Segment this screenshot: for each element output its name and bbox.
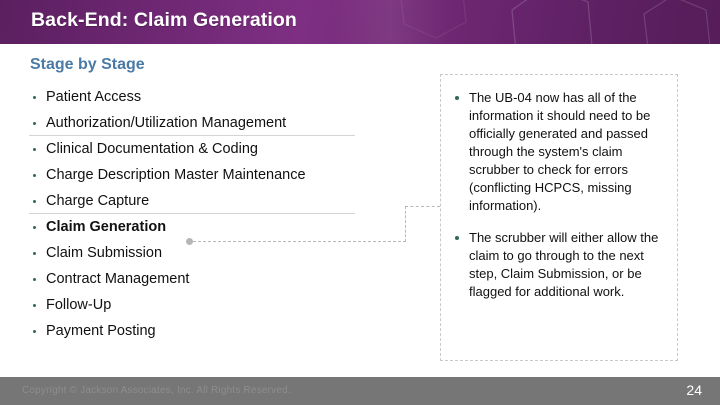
section-subtitle: Stage by Stage	[30, 56, 145, 73]
info-callout-panel: The UB-04 now has all of the information…	[440, 74, 678, 361]
list-item-label: Follow-Up	[46, 297, 112, 313]
list-item: The UB-04 now has all of the information…	[451, 89, 665, 215]
info-text: The scrubber will either allow the claim…	[469, 230, 659, 299]
list-item-current-stage[interactable]: Claim Generation	[30, 214, 420, 240]
list-item[interactable]: Patient Access	[30, 84, 420, 110]
bullet-icon	[33, 174, 36, 177]
bullet-icon	[33, 96, 36, 99]
bullet-icon	[455, 236, 459, 240]
bullet-icon	[33, 226, 36, 229]
list-item-label: Charge Description Master Maintenance	[46, 167, 306, 183]
list-item[interactable]: Clinical Documentation & Coding	[30, 136, 420, 162]
connector-segment-horizontal	[193, 241, 406, 242]
list-item[interactable]: Contract Management	[30, 266, 420, 292]
callout-connector	[186, 196, 452, 252]
bullet-icon	[33, 252, 36, 255]
hexagon-watermark-icon	[400, 0, 711, 44]
stage-list: Patient Access Authorization/Utilization…	[29, 84, 420, 344]
list-item[interactable]: Charge Description Master Maintenance	[30, 162, 420, 188]
list-item: The scrubber will either allow the claim…	[451, 229, 665, 301]
bullet-icon	[455, 96, 459, 100]
list-item[interactable]: Authorization/Utilization Management	[29, 110, 420, 136]
slide-header-bar: Back-End: Claim Generation	[0, 0, 720, 44]
connector-segment-horizontal-upper	[405, 206, 440, 207]
connector-origin-dot-icon	[186, 238, 193, 245]
list-item-label: Contract Management	[46, 271, 190, 287]
bullet-icon	[33, 278, 36, 281]
list-item-label: Clinical Documentation & Coding	[46, 141, 258, 157]
bullet-icon	[33, 200, 36, 203]
slide-footer-bar: Copyright © Jackson Associates, Inc. All…	[0, 377, 720, 405]
bullet-icon	[33, 304, 36, 307]
list-item-label: Patient Access	[46, 89, 142, 105]
bullet-icon	[33, 122, 36, 125]
list-item-label: Payment Posting	[46, 323, 156, 339]
page-title: Back-End: Claim Generation	[31, 9, 297, 31]
list-item-label: Claim Generation	[46, 219, 167, 235]
list-item-label: Claim Submission	[46, 245, 163, 261]
list-item[interactable]: Charge Capture	[29, 188, 420, 214]
info-text: The UB-04 now has all of the information…	[469, 90, 651, 213]
list-item[interactable]: Follow-Up	[30, 292, 420, 318]
connector-segment-vertical	[405, 206, 406, 242]
page-number: 24	[686, 382, 702, 398]
list-item[interactable]: Payment Posting	[30, 318, 420, 344]
bullet-icon	[33, 330, 36, 333]
header-sheen	[330, 0, 450, 44]
list-item-label: Authorization/Utilization Management	[46, 115, 287, 131]
list-item[interactable]: Claim Submission	[30, 240, 420, 266]
list-item-label: Charge Capture	[46, 193, 150, 209]
copyright-text: Copyright © Jackson Associates, Inc. All…	[22, 385, 291, 396]
bullet-icon	[33, 148, 36, 151]
